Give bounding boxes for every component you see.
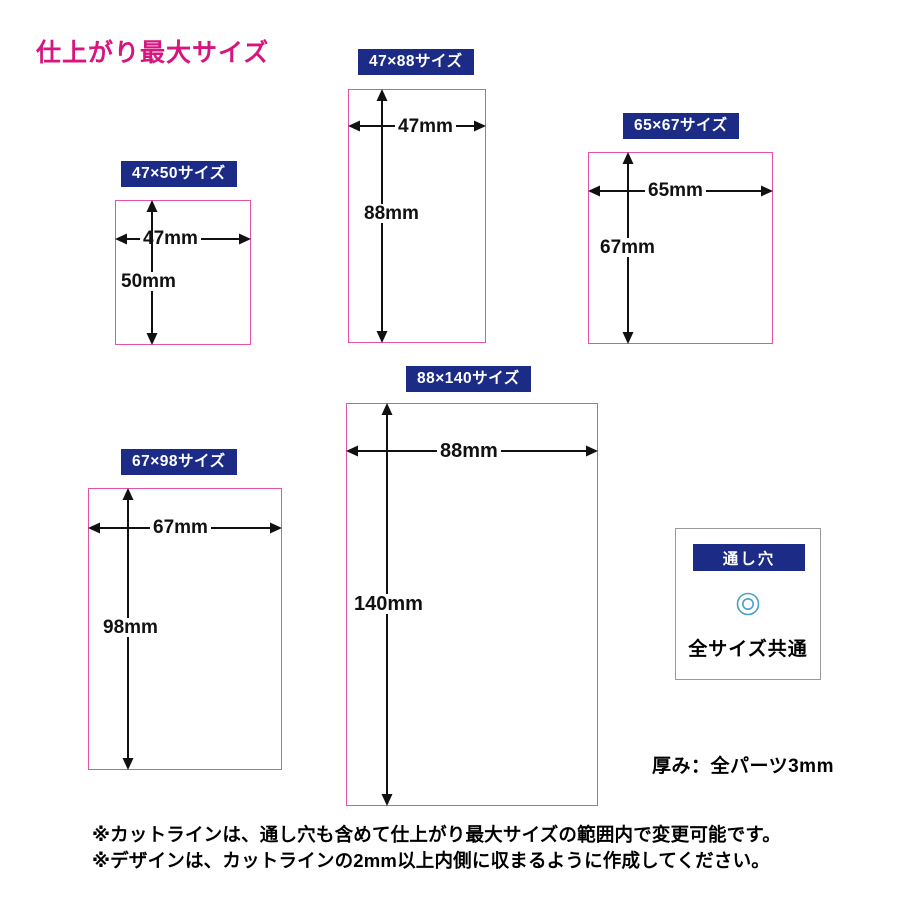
- height-label-65x67: 67mm: [597, 238, 658, 257]
- height-label-47x50: 50mm: [118, 272, 179, 291]
- height-label-67x98: 98mm: [100, 618, 161, 637]
- width-label-67x98: 67mm: [150, 518, 211, 537]
- height-label-47x88: 88mm: [361, 204, 422, 223]
- width-label-88x140: 88mm: [437, 441, 501, 461]
- size-badge-67x98: 67×98サイズ: [121, 449, 237, 476]
- footer-note-2: ※デザインは、カットラインの2mm以上内側に収まるように作成してください。: [92, 850, 770, 872]
- width-label-47x88: 47mm: [395, 117, 456, 136]
- size-badge-88x140: 88×140サイズ: [406, 366, 531, 393]
- width-label-65x67: 65mm: [645, 181, 706, 200]
- footer-note-1: ※カットラインは、通し穴も含めて仕上がり最大サイズの範囲内で変更可能です。: [92, 824, 781, 845]
- thickness-note: 厚み：全パーツ3mm: [652, 756, 834, 777]
- through-hole-caption: 全サイズ共通: [688, 639, 808, 660]
- size-badge-65x67: 65×67サイズ: [623, 113, 739, 140]
- height-label-88x140: 140mm: [351, 594, 426, 614]
- through-hole-header: 通し穴: [693, 544, 805, 571]
- width-label-47x50: 47mm: [140, 229, 201, 248]
- footer-notes: ※カットラインは、通し穴も含めて仕上がり最大サイズの範囲内で変更可能です。 ※デ…: [92, 822, 781, 875]
- through-hole-panel: 通し穴 全サイズ共通: [675, 528, 821, 680]
- size-badge-47x50: 47×50サイズ: [121, 161, 237, 188]
- double-circle-icon: [676, 591, 820, 617]
- size-badge-47x88: 47×88サイズ: [358, 49, 474, 76]
- page-title: 仕上がり最大サイズ: [36, 39, 270, 67]
